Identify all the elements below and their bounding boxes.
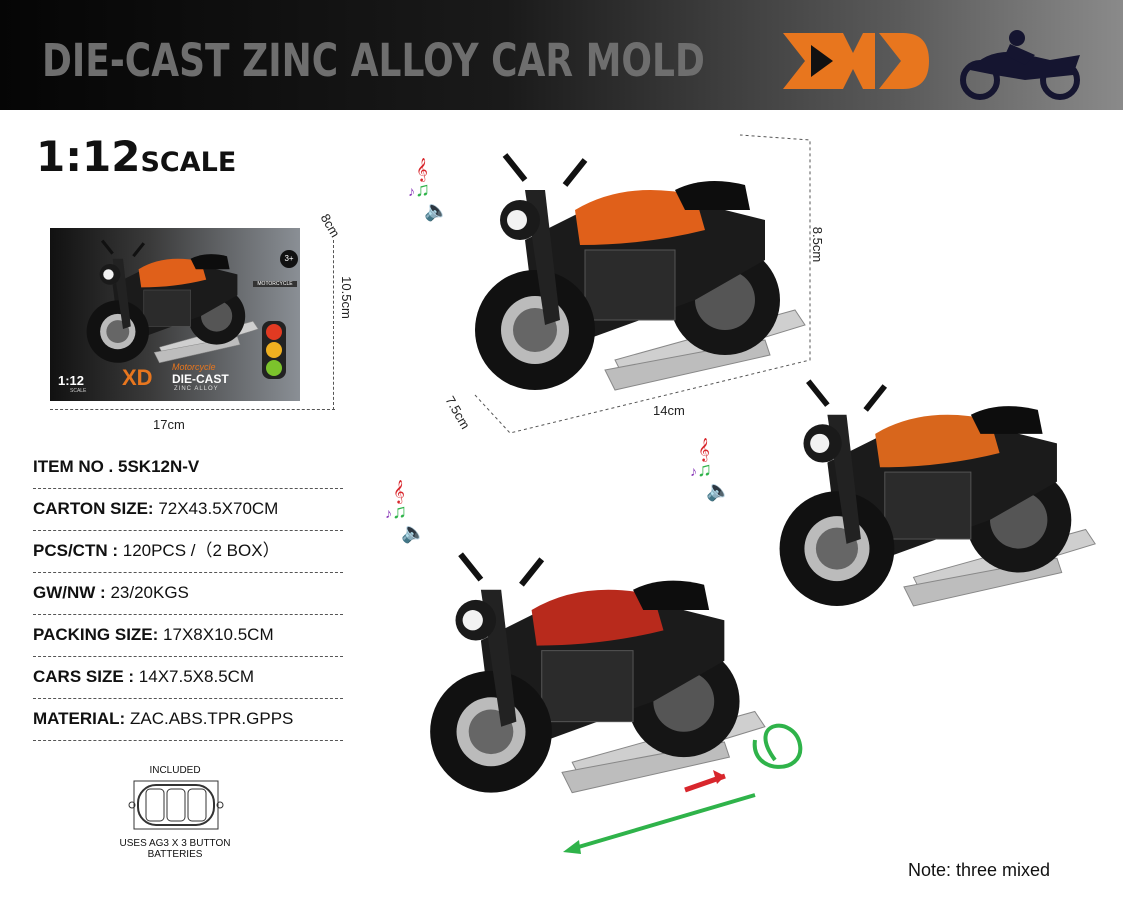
spec-row: CARTON SIZE: 72X43.5X70CM bbox=[33, 489, 343, 531]
spec-label: MATERIAL: bbox=[33, 709, 126, 728]
battery-included-label: INCLUDED bbox=[149, 765, 201, 776]
sound-icons-3: 𝄞 ♪♫ 🔈 bbox=[385, 482, 426, 543]
scale-label: 1:12SCALE bbox=[36, 132, 236, 181]
age-badge: 3+ bbox=[280, 250, 298, 268]
box-height-label: 10.5cm bbox=[338, 276, 354, 319]
spec-label: CARTON SIZE: bbox=[33, 499, 154, 518]
box-depth-label: 8cm bbox=[317, 211, 343, 240]
spec-label: PCS/CTN : bbox=[33, 541, 118, 560]
header-banner: DIE-CAST ZINC ALLOY CAR MOLD bbox=[0, 0, 1123, 110]
box-height-line bbox=[333, 240, 334, 410]
spec-value: ZAC.ABS.TPR.GPPS bbox=[129, 709, 294, 728]
music-note-icon: ♪ bbox=[408, 183, 415, 199]
spec-value: 120PCS /（2 BOX） bbox=[122, 541, 280, 560]
spec-row: PCS/CTN : 120PCS /（2 BOX） bbox=[33, 531, 343, 573]
product-dimension-lines bbox=[474, 134, 811, 434]
spec-row: ITEM NO . 5SK12N-V bbox=[33, 447, 343, 489]
spec-row: GW/NW : 23/20KGS bbox=[33, 573, 343, 615]
motorcycle-rider-icon bbox=[960, 30, 1080, 100]
package-box-image: 1:12 SCALE XD Motorcycle DIE-CAST ZINC A… bbox=[50, 228, 300, 401]
spec-row: CARS SIZE : 14X7.5X8.5CM bbox=[33, 657, 343, 699]
green-arrow-icon bbox=[574, 793, 756, 850]
spiral-icon bbox=[752, 723, 803, 769]
box-scale-sub: SCALE bbox=[70, 388, 87, 394]
spec-value: 5SK12N-V bbox=[118, 457, 200, 476]
scale-text: SCALE bbox=[140, 147, 237, 178]
box-line3: ZINC ALLOY bbox=[174, 386, 219, 392]
spec-value: 14X7.5X8.5CM bbox=[138, 667, 255, 686]
battery-usage-label: USES AG3 X 3 BUTTON BATTERIES bbox=[110, 838, 240, 860]
music-note-icon: 𝄞 bbox=[393, 481, 405, 503]
sound-icons-1: 𝄞 ♪♫ 🔈 bbox=[408, 160, 449, 221]
music-note-icon: ♫ bbox=[392, 501, 407, 523]
box-width-label: 17cm bbox=[153, 417, 185, 432]
height-label: 8.5cm bbox=[810, 226, 826, 263]
spec-label: PACKING SIZE: bbox=[33, 625, 159, 644]
spec-label: GW/NW : bbox=[33, 583, 106, 602]
music-note-icon: ♫ bbox=[697, 459, 712, 481]
spec-label: CARS SIZE : bbox=[33, 667, 135, 686]
speaker-icon: 🔈 bbox=[401, 522, 426, 544]
battery-usage-line1: USES AG3 X 3 BUTTON bbox=[119, 838, 231, 849]
spec-value: 17X8X10.5CM bbox=[163, 625, 274, 644]
pull-back-motion-arrows bbox=[563, 723, 803, 854]
spec-label: ITEM NO . bbox=[33, 457, 114, 476]
box-line2: DIE-CAST bbox=[172, 372, 229, 386]
music-note-icon: ♪ bbox=[385, 505, 392, 521]
variant-note: Note: three mixed bbox=[908, 860, 1051, 880]
spec-value: 72X43.5X70CM bbox=[158, 499, 279, 518]
battery-usage-line2: BATTERIES bbox=[147, 849, 203, 860]
speaker-icon: 🔈 bbox=[424, 200, 449, 222]
motorcycle-flame-variant bbox=[465, 140, 810, 410]
spec-row: MATERIAL: ZAC.ABS.TPR.GPPS bbox=[33, 699, 343, 741]
boxed-motorcycle bbox=[85, 239, 260, 365]
length-label: 14cm bbox=[653, 403, 685, 418]
page-title: DIE-CAST ZINC ALLOY CAR MOLD bbox=[42, 34, 705, 87]
spec-row: PACKING SIZE: 17X8X10.5CM bbox=[33, 615, 343, 657]
xd-brand-logo bbox=[783, 33, 929, 89]
box-brand: XD bbox=[122, 365, 153, 390]
sound-icons-2: 𝄞 ♪♫ 🔈 bbox=[690, 440, 731, 501]
motorcycle-orange-variant bbox=[770, 365, 1100, 627]
traffic-light-buttons bbox=[262, 321, 286, 379]
motorcycle-badge: MOTORCYCLE bbox=[253, 281, 297, 287]
box-scale: 1:12 bbox=[58, 373, 85, 388]
music-note-icon: 𝄞 bbox=[698, 439, 710, 461]
music-note-icon: 𝄞 bbox=[416, 159, 428, 181]
speaker-icon: 🔈 bbox=[706, 480, 731, 502]
music-note-icon: ♫ bbox=[415, 179, 430, 201]
box-line1: Motorcycle bbox=[172, 362, 216, 372]
battery-icon bbox=[128, 780, 224, 830]
spec-value: 23/20KGS bbox=[110, 583, 189, 602]
music-note-icon: ♪ bbox=[690, 463, 697, 479]
box-width-line bbox=[50, 409, 335, 410]
scale-ratio: 1:12 bbox=[36, 132, 141, 181]
